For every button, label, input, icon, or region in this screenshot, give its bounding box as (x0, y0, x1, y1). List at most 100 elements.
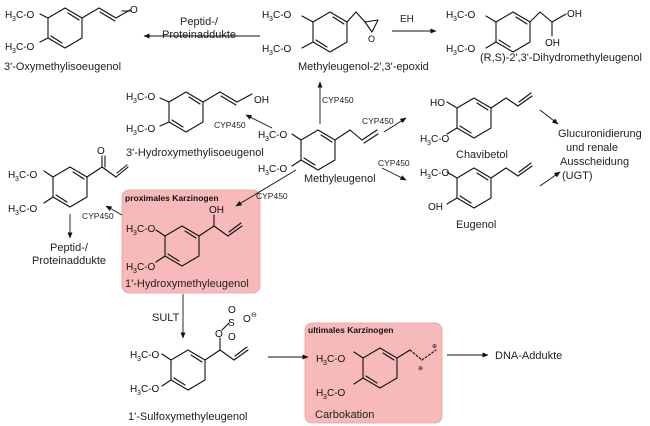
svg-text:3: 3 (12, 48, 16, 55)
ultimate-carcinogen-title: ultimales Karzinogen (308, 325, 394, 335)
svg-text:⊕: ⊕ (418, 366, 423, 372)
svg-text:C-O: C-O (457, 44, 476, 55)
svg-text:HO: HO (430, 98, 445, 109)
glucuronidation-line-2: und renale (566, 142, 618, 154)
svg-text:C-O: C-O (269, 164, 288, 175)
svg-text:C-O: C-O (269, 130, 288, 141)
svg-text:3: 3 (427, 140, 431, 147)
svg-text:3: 3 (265, 170, 269, 177)
svg-text:H: H (420, 134, 427, 145)
arrow-to-hydroxymethyleugenol (235, 169, 297, 207)
arrow-to-chavibetol (383, 117, 407, 133)
hydroxymethylisoeugenol-label: 3'-Hydroxymethylisoeugenol (126, 147, 264, 159)
svg-text:H: H (316, 388, 323, 399)
arrow-to-hydroxyisoeugenol (245, 114, 273, 129)
svg-text:H: H (126, 92, 133, 103)
enzyme-cyp450-hydroxy: CYP450 (256, 191, 288, 201)
svg-text:3: 3 (323, 394, 327, 401)
svg-text:H: H (258, 130, 265, 141)
svg-text:C-O: C-O (431, 134, 450, 145)
svg-text:O: O (228, 332, 236, 343)
svg-text:OH: OH (254, 95, 269, 106)
svg-text:C-O: C-O (327, 354, 346, 365)
epoxide-label: Methyleugenol-2',3'-epoxid (298, 61, 429, 73)
methyleugenol-label: Methyleugenol (304, 173, 376, 185)
arrow-to-eugenol (381, 167, 407, 181)
svg-text:C-O: C-O (431, 168, 450, 179)
oxymethylisoeugenol-label: 3'-Oxymethylisoeugenol (4, 61, 121, 73)
svg-text:O: O (130, 5, 138, 16)
svg-text:C-O: C-O (327, 388, 346, 399)
svg-text:OH: OH (428, 202, 443, 213)
svg-text:O: O (228, 305, 236, 316)
svg-text:S: S (228, 318, 235, 329)
proximal-carcinogen-box (121, 189, 261, 294)
sulfoxymethyleugenol-label: 1'-Sulfoxymethyleugenol (128, 411, 248, 423)
svg-text:C-O: C-O (141, 350, 160, 361)
svg-text:C-O: C-O (19, 204, 38, 215)
peptid-label-top: Peptid-/ (180, 16, 219, 28)
svg-text:C-O: C-O (137, 92, 156, 103)
arrow-to-ketone (105, 205, 123, 216)
proteinaddukte-label-bottom: Proteinaddukte (32, 255, 106, 267)
svg-text:C-O: C-O (457, 10, 476, 21)
svg-text:3: 3 (269, 50, 273, 57)
svg-text:H: H (8, 204, 15, 215)
svg-text:3: 3 (133, 268, 137, 275)
svg-text:3: 3 (133, 230, 137, 237)
svg-text:C-O: C-O (273, 10, 292, 21)
svg-text:3: 3 (133, 98, 137, 105)
enzyme-cyp450-epoxid: CYP450 (322, 95, 354, 105)
arrow-eugenol-to-glucuronidation (539, 171, 561, 187)
svg-text:3: 3 (323, 360, 327, 367)
enzyme-eh: EH (400, 14, 414, 25)
svg-text:3: 3 (453, 16, 457, 23)
enzyme-cyp450-ketone: CYP450 (82, 211, 114, 221)
svg-text:C-O: C-O (137, 224, 156, 235)
hydroxymethyleugenol-label: 1'-Hydroxymethyleugenol (125, 278, 249, 290)
enzyme-sult: SULT (152, 312, 180, 324)
enzyme-cyp450-eugenol: CYP450 (378, 158, 410, 168)
svg-text:3: 3 (15, 176, 19, 183)
svg-text:3: 3 (453, 50, 457, 57)
ultimate-carcinogen-box (304, 322, 443, 424)
svg-text:H: H (316, 354, 323, 365)
svg-text:H: H (420, 168, 427, 179)
svg-text:H: H (5, 42, 12, 53)
svg-text:O: O (243, 314, 251, 325)
glucuronidation-line-1: Glucuronidierung (558, 128, 642, 140)
svg-text:C-O: C-O (137, 124, 156, 135)
glucuronidation-line-3: Ausscheidung (560, 156, 629, 168)
svg-text:C-O: C-O (16, 10, 35, 21)
svg-text:H: H (130, 384, 137, 395)
proteinaddukte-label-top: Proteinaddukte (162, 29, 236, 41)
proximal-carcinogen-title: proximales Karzinogen (125, 193, 219, 203)
svg-text:⊕: ⊕ (432, 344, 437, 350)
svg-text:⊖: ⊖ (251, 312, 257, 319)
svg-text:C-O: C-O (19, 170, 38, 181)
svg-text:3: 3 (269, 16, 273, 23)
svg-text:C-O: C-O (141, 384, 160, 395)
svg-text:H: H (262, 10, 269, 21)
enzyme-cyp450-isoeugenol: CYP450 (214, 120, 246, 130)
svg-text:3: 3 (15, 210, 19, 217)
svg-text:H: H (258, 164, 265, 175)
svg-text:H: H (126, 224, 133, 235)
svg-text:H: H (262, 44, 269, 55)
glucuronidation-line-4: (UGT) (562, 170, 593, 182)
chavibetol-label: Chavibetol (456, 149, 508, 161)
peptid-label-bottom: Peptid-/ (50, 242, 89, 254)
svg-text:3: 3 (265, 136, 269, 143)
